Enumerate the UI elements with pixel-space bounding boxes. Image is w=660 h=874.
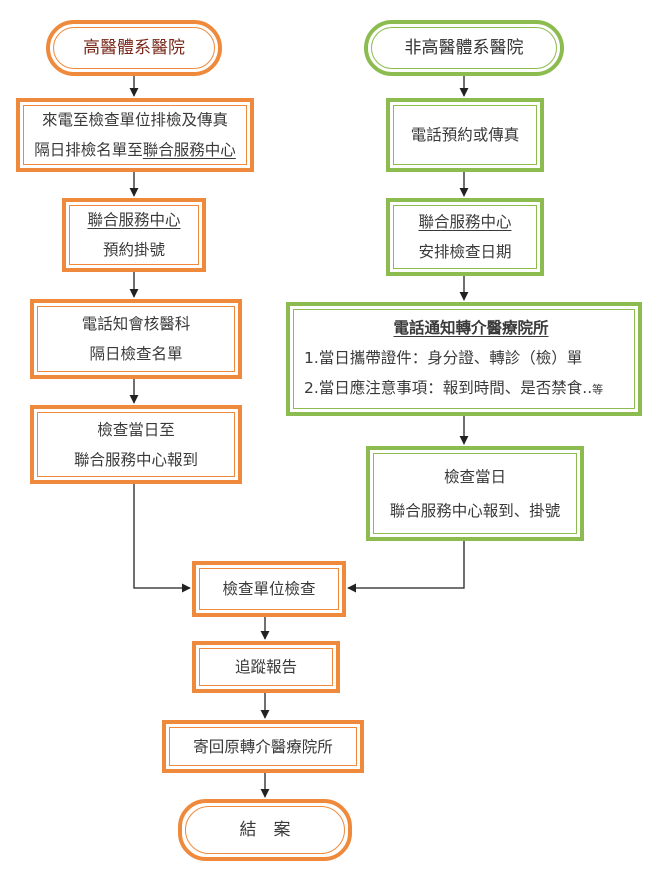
left-step-3-line2: 隔日檢查名單 <box>89 345 183 363</box>
left-step-1-line2b: 聯合服務中心 <box>142 141 236 159</box>
left-step-1-line2: 隔日排檢名單至聯合服務中心 <box>34 135 236 165</box>
right-step-3-title: 電話通知轉介醫療院所 <box>393 319 549 337</box>
left-start-node: 高醫體系醫院 <box>46 20 222 76</box>
right-step-3-item2-line: 2.當日應注意事項：報到時間、是否禁食..等 <box>304 373 603 405</box>
right-start-label: 非高醫體系醫院 <box>404 38 524 58</box>
end-node: 結 案 <box>178 799 352 861</box>
right-step-2-line1: 聯合服務中心 <box>418 213 512 231</box>
right-step-1-label: 電話預約或傳真 <box>410 126 520 144</box>
right-step-1: 電話預約或傳真 <box>386 98 544 172</box>
right-step-2-line2: 安排檢查日期 <box>418 243 512 261</box>
merged-step-2: 追蹤報告 <box>192 641 340 693</box>
left-step-2-line2: 預約掛號 <box>102 241 165 259</box>
right-step-3-item2: 2.當日應注意事項：報到時間、是否禁食.. <box>304 379 593 397</box>
end-label: 結 案 <box>239 820 291 840</box>
left-step-3: 電話知會核醫科 隔日檢查名單 <box>30 299 242 379</box>
left-step-2: 聯合服務中心 預約掛號 <box>62 198 206 272</box>
right-step-4: 檢查當日 聯合服務中心報到、掛號 <box>366 446 584 541</box>
left-step-1-line2a: 隔日排檢名單至 <box>34 141 143 159</box>
left-step-4: 檢查當日至 聯合服務中心報到 <box>30 405 242 484</box>
merged-step-3: 寄回原轉介醫療院所 <box>162 720 364 773</box>
left-step-3-line1: 電話知會核醫科 <box>81 315 191 333</box>
left-step-1-line1: 來電至檢查單位排檢及傳真 <box>41 111 228 129</box>
merged-step-3-label: 寄回原轉介醫療院所 <box>193 737 333 756</box>
right-step-4-line2: 聯合服務中心報到、掛號 <box>389 501 561 520</box>
right-step-3-item2-suffix: 等 <box>592 383 604 396</box>
left-step-2-line1: 聯合服務中心 <box>87 211 181 229</box>
right-step-3-item1: 1.當日攜帶證件：身分證、轉診（檢）單 <box>304 349 583 367</box>
left-step-4-line1: 檢查當日至 <box>97 420 175 439</box>
left-step-4-line2: 聯合服務中心報到 <box>73 450 198 469</box>
left-start-label: 高醫體系醫院 <box>83 38 185 58</box>
arrow-right-merge <box>347 541 465 593</box>
right-step-3: 電話通知轉介醫療院所 1.當日攜帶證件：身分證、轉診（檢）單 2.當日應注意事項… <box>286 302 642 416</box>
merged-step-1-label: 檢查單位檢查 <box>222 580 316 598</box>
right-step-4-line1: 檢查當日 <box>443 467 506 486</box>
left-step-1: 來電至檢查單位排檢及傳真 隔日排檢名單至聯合服務中心 <box>16 98 254 172</box>
merged-step-1: 檢查單位檢查 <box>192 561 346 617</box>
right-step-2: 聯合服務中心 安排檢查日期 <box>386 198 544 276</box>
right-start-node: 非高醫體系醫院 <box>364 20 564 76</box>
arrow-left-merge <box>133 484 191 593</box>
merged-step-2-label: 追蹤報告 <box>234 658 297 676</box>
